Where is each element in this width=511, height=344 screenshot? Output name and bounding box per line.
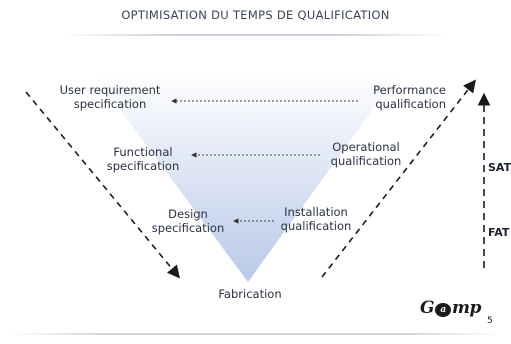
iq-label: Installation qualification bbox=[280, 205, 352, 233]
oq-label: Operational qualification bbox=[330, 140, 402, 168]
logo-circle-icon: a bbox=[435, 303, 452, 317]
page-title: OPTIMISATION DU TEMPS DE QUALIFICATION bbox=[121, 8, 390, 22]
ds-label: Design specification bbox=[151, 207, 225, 235]
bottom-divider bbox=[10, 333, 501, 335]
descending-arrow bbox=[25, 91, 181, 279]
title-divider bbox=[60, 34, 450, 36]
sat-label: SAT bbox=[488, 161, 511, 174]
ascending-arrow bbox=[321, 79, 476, 278]
v-triangle bbox=[92, 72, 400, 282]
fabrication-label: Fabrication bbox=[218, 287, 282, 301]
pq-label: Performance qualification bbox=[373, 83, 446, 111]
urs-label: User requirement specification bbox=[59, 83, 161, 111]
fs-label: Functional specification bbox=[106, 145, 180, 173]
fat-label: FAT bbox=[488, 226, 510, 239]
page-number: 5 bbox=[487, 316, 493, 326]
